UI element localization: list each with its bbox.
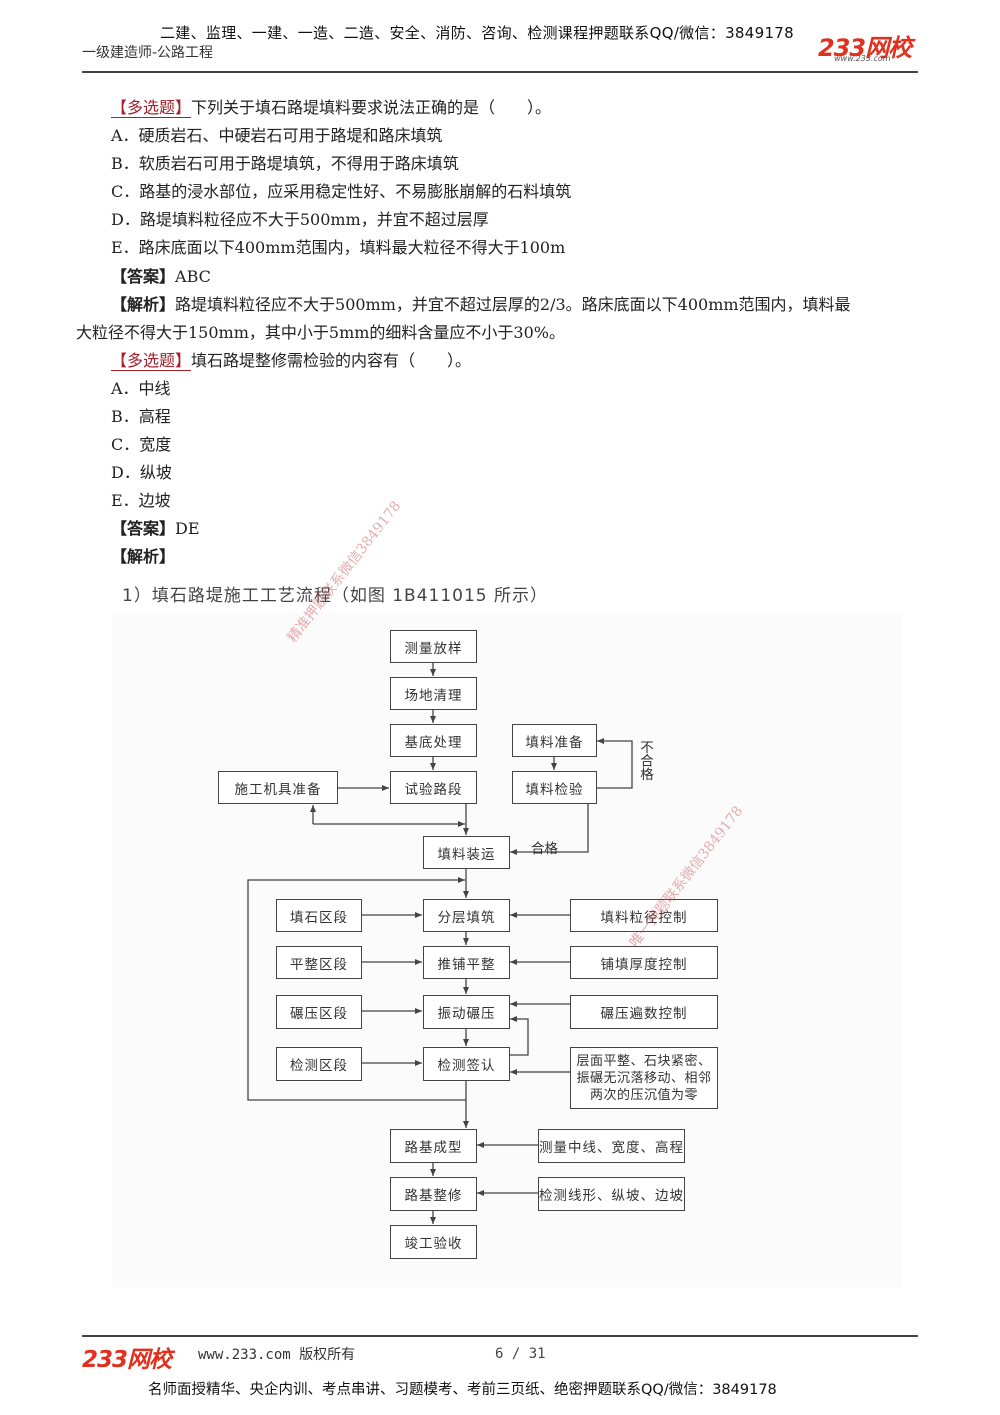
q1-option-b: B．软质岩石可用于路堤填筑，不得用于路床填筑 <box>111 154 459 173</box>
footer-promo: 名师面授精华、央企内训、考点串讲、习题模考、考前三页纸、绝密押题联系QQ/微信：… <box>148 1382 777 1398</box>
footer-copyright: www.233.com 版权所有 <box>198 1344 355 1364</box>
node-compaction-zone: 碾压区段 <box>276 995 362 1029</box>
answer-label: 【答案】 <box>111 267 176 286</box>
site-logo-url: www.233.com <box>834 54 891 63</box>
analysis-label: 【解析】 <box>111 295 176 314</box>
node-spreading-leveling: 推铺平整 <box>423 946 510 979</box>
q2-option-b: B．高程 <box>111 407 171 426</box>
node-acceptance-criteria: 层面平整、石块紧密、振碾无沉落移动、相邻两次的压沉值为零 <box>570 1047 718 1109</box>
question-type-tag: 【多选题】 <box>111 98 192 118</box>
node-particle-control: 填料粒径控制 <box>570 899 718 932</box>
node-fill-prep: 填料准备 <box>512 724 597 757</box>
node-survey-stakeout: 测量放样 <box>390 630 477 663</box>
footer-rights: 版权所有 <box>299 1347 356 1363</box>
q1-option-d: D．路堤填料粒径应不大于500mm，并宜不超过层厚 <box>111 210 489 229</box>
q1-option-c: C．路基的浸水部位，应采用稳定性好、不易膨胀崩解的石料填筑 <box>111 182 572 201</box>
label-pass: 合格 <box>531 841 558 857</box>
question-2-stem: 【多选题】填石路堤整修需检验的内容有（ ）。 <box>111 347 471 375</box>
page-number: 6 / 31 <box>495 1346 546 1362</box>
q2-option-a: A．中线 <box>111 379 171 398</box>
q2-option-c: C．宽度 <box>111 435 172 454</box>
node-testing-signoff: 检测签认 <box>423 1047 510 1081</box>
node-subgrade-forming: 路基成型 <box>390 1129 477 1163</box>
answer-value: DE <box>175 519 200 538</box>
footer-logo: 233网校 <box>82 1347 172 1373</box>
node-measure-centerline: 测量中线、宽度、高程 <box>538 1129 685 1163</box>
node-equipment-prep: 施工机具准备 <box>218 771 338 804</box>
node-subgrade-finishing: 路基整修 <box>390 1177 477 1211</box>
node-base-treatment: 基底处理 <box>390 724 477 757</box>
answer-label: 【答案】 <box>111 519 176 538</box>
node-layered-filling: 分层填筑 <box>423 899 510 932</box>
header-promo: 二建、监理、一建、一造、二造、安全、消防、咨询、检测课程押题联系QQ/微信：38… <box>160 24 794 42</box>
q1-analysis: 【解析】路堤填料粒径应不大于500mm，并宜不超过层厚的2/3。路床底面以下40… <box>111 291 851 319</box>
footer-url: www.233.com <box>198 1347 291 1363</box>
q2-option-d: D．纵坡 <box>111 463 172 482</box>
label-fail: 不合格 <box>637 740 653 781</box>
node-testing-zone: 检测区段 <box>276 1047 362 1081</box>
q2-answer: 【答案】DE <box>111 515 200 543</box>
answer-value: ABC <box>175 267 211 286</box>
node-pass-count-control: 碾压遍数控制 <box>570 995 718 1029</box>
node-leveling-zone: 平整区段 <box>276 946 362 979</box>
figure-title: 1）填石路堤施工工艺流程（如图 1B411015 所示） <box>122 586 548 606</box>
q1-option-a: A．硬质岩石、中硬岩石可用于路堤和路床填筑 <box>111 126 443 145</box>
question-stem-text: 下列关于填石路堤填料要求说法正确的是（ ）。 <box>191 98 552 117</box>
node-site-clearing: 场地清理 <box>390 677 477 710</box>
node-check-alignment: 检测线形、纵坡、边坡 <box>538 1177 685 1211</box>
q1-option-e: E．路床底面以下400mm范围内，填料最大粒径不得大于100m <box>111 238 566 257</box>
site-logo: 233网校 <box>818 34 912 62</box>
header-divider <box>82 71 918 73</box>
node-fill-transport: 填料装运 <box>423 836 510 869</box>
node-vibratory-compaction: 振动碾压 <box>423 995 510 1029</box>
q1-analysis-cont: 大粒径不得大于150mm，其中小于5mm的细料含量应不小于30%。 <box>76 323 565 342</box>
header-subtitle: 一级建造师-公路工程 <box>82 45 214 61</box>
q1-answer: 【答案】ABC <box>111 263 211 291</box>
q2-option-e: E．边坡 <box>111 491 171 510</box>
node-thickness-control: 铺填厚度控制 <box>570 946 718 979</box>
footer-divider <box>82 1335 918 1337</box>
question-stem-text: 填石路堤整修需检验的内容有（ ）。 <box>191 351 472 370</box>
analysis-text-1: 路堤填料粒径应不大于500mm，并宜不超过层厚的2/3。路床底面以下400mm范… <box>175 295 851 314</box>
question-1-stem: 【多选题】下列关于填石路堤填料要求说法正确的是（ ）。 <box>111 94 551 122</box>
node-completion-acceptance: 竣工验收 <box>390 1225 477 1259</box>
q2-analysis-label: 【解析】 <box>111 547 176 566</box>
node-trial-section: 试验路段 <box>390 771 477 804</box>
node-rockfill-zone: 填石区段 <box>276 899 362 932</box>
question-type-tag: 【多选题】 <box>111 351 192 371</box>
node-fill-inspection: 填料检验 <box>512 771 597 804</box>
